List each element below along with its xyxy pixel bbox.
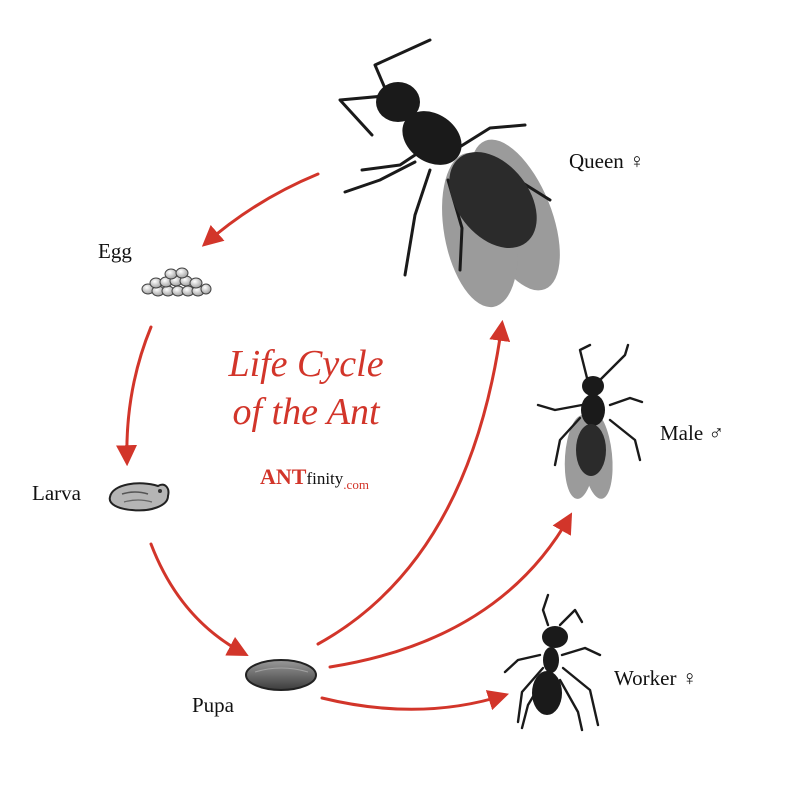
arrow-egg-to-larva [116,325,153,467]
arrow-larva-to-pupa [149,542,249,656]
stage-labels: Egg Larva Pupa Queen ♀ Male ♂ Worker ♀ [32,149,724,717]
arrow-pupa-to-queen [316,319,511,646]
label-worker: Worker ♀ [614,666,697,690]
cycle-arrows [116,172,573,711]
label-pupa: Pupa [192,693,235,717]
brand-part-ant: ANT [260,464,307,489]
brand-logo: ANTfinity.com [260,464,369,492]
larva-icon [108,482,170,512]
pupa-icon [245,659,317,691]
worker-ant-icon [503,593,602,732]
label-male: Male ♂ [660,421,724,445]
diagram-title: Life Cycle of the Ant [227,343,383,433]
title-line-1: Life Cycle [227,343,383,385]
label-queen: Queen ♀ [569,149,645,173]
label-larva: Larva [32,481,82,505]
arrow-pupa-to-worker [320,690,510,711]
egg-cluster-icon [141,267,212,297]
brand-part-com: .com [343,477,369,492]
arrow-queen-to-egg [201,172,320,247]
male-ant-icon [536,343,644,499]
brand-part-finity: finity [306,469,343,488]
label-egg: Egg [98,239,132,263]
arrow-pupa-to-male [328,512,573,669]
brand-logo-text: ANTfinity.com [260,464,369,492]
queen-ant-icon [338,38,560,308]
title-line-2: of the Ant [232,391,381,433]
